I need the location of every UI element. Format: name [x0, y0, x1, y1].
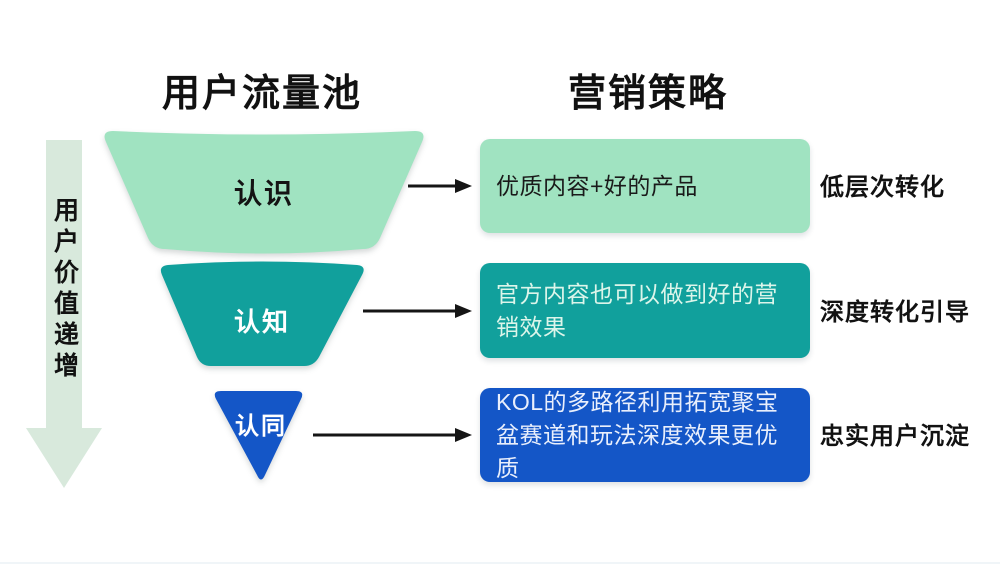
funnel-level-1-label: 认识 — [233, 178, 294, 209]
connector-arrow-2-head-icon — [455, 304, 472, 318]
outcome-label-2: 深度转化引导 — [820, 299, 970, 326]
strategy-box-2: 官方内容也可以做到好的营销效果 — [480, 263, 810, 358]
funnel-level-2-shape — [160, 261, 364, 366]
strategy-box-1: 优质内容+好的产品 — [480, 139, 810, 233]
funnel-level-1-shape — [104, 131, 424, 254]
funnel-level-2-label: 认知 — [233, 307, 290, 337]
connector-arrow-3-head-icon — [455, 428, 472, 442]
value-axis-label: 用户价值递增 — [50, 197, 79, 383]
outcome-label-1: 低层次转化 — [820, 174, 945, 201]
funnel-level-3-label: 认同 — [235, 413, 287, 440]
strategy-column-title: 营销策略 — [567, 73, 728, 115]
value-axis-label-wrap: 用户价值递增 — [40, 150, 88, 430]
connector-arrow-1-head-icon — [455, 179, 472, 193]
strategy-box-3-text: KOL的多路径利用拓宽聚宝盆赛道和玩法深度效果更优质 — [496, 388, 779, 481]
value-axis-arrowhead-icon — [26, 428, 102, 488]
strategy-box-2-text: 官方内容也可以做到好的营销效果 — [496, 280, 778, 340]
funnel-column-title: 用户流量池 — [161, 73, 362, 115]
strategy-box-1-text: 优质内容+好的产品 — [496, 172, 698, 199]
strategy-box-3: KOL的多路径利用拓宽聚宝盆赛道和玩法深度效果更优质 — [480, 388, 810, 482]
value-axis-down-arrow-icon — [46, 140, 82, 430]
funnel-level-3-shape — [214, 391, 303, 480]
outcome-label-3: 忠实用户沉淀 — [820, 423, 970, 450]
